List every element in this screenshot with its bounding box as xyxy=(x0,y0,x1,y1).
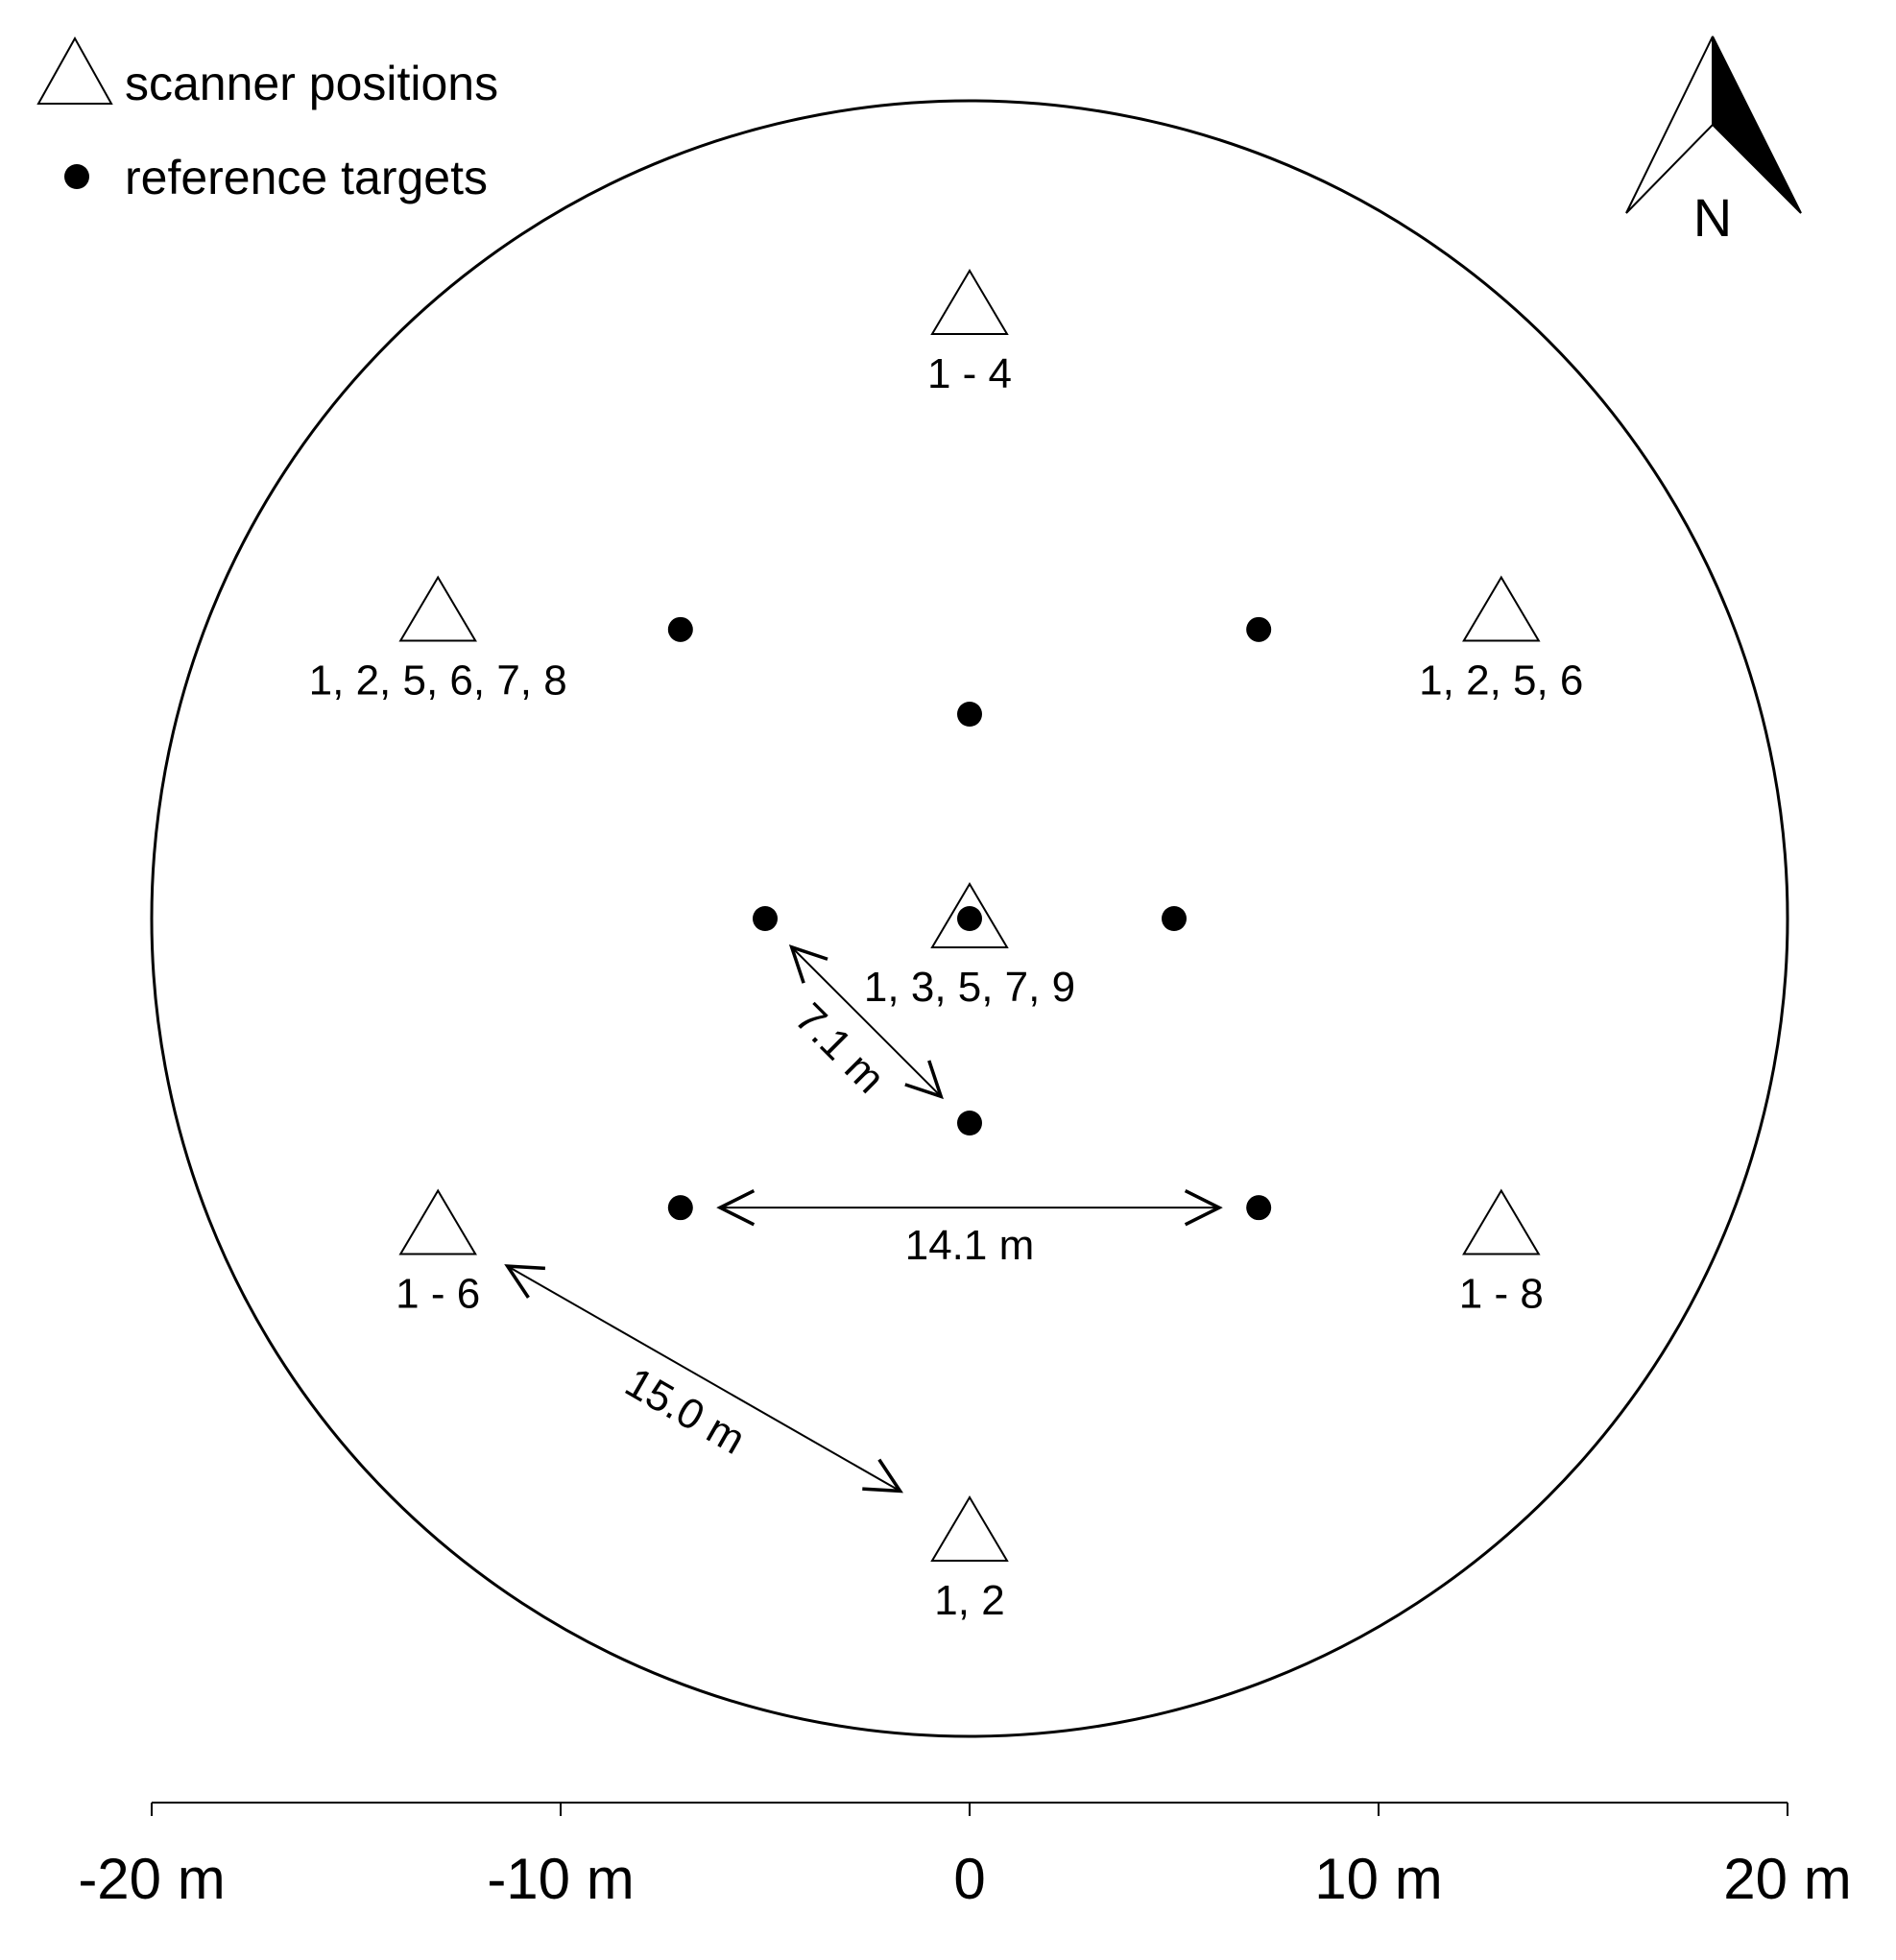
scanner-label: 1, 3, 5, 7, 9 xyxy=(864,964,1075,1011)
reference-target-dot xyxy=(957,906,982,931)
reference-target-dot xyxy=(667,1195,693,1221)
axis-tick-label: -10 m xyxy=(487,1847,634,1911)
north-label: N xyxy=(1693,187,1732,248)
axis-tick-label: 0 xyxy=(953,1847,985,1911)
reference-target-dot xyxy=(957,1111,982,1135)
legend-target-dot-icon xyxy=(64,164,89,189)
scanner-triangle-icon xyxy=(930,269,1009,335)
distance-label: 14.1 m xyxy=(905,1222,1035,1269)
axis-tick-label: 10 m xyxy=(1314,1847,1442,1911)
reference-targets xyxy=(667,616,1272,1221)
scanner-label: 1 - 6 xyxy=(396,1271,480,1318)
scanner-triangle-icon xyxy=(398,575,477,642)
scanner-triangle-icon xyxy=(1462,1188,1541,1255)
north-arrow: N xyxy=(1625,36,1802,248)
reference-target-dot xyxy=(1162,906,1187,931)
reference-target-dot xyxy=(957,702,982,727)
distance-label: 15.0 m xyxy=(617,1359,753,1464)
legend: scanner positions reference targets xyxy=(36,36,498,204)
scanner-label: 1 - 4 xyxy=(927,350,1012,397)
legend-scanner-label: scanner positions xyxy=(125,57,498,110)
scanner-positions: 1 - 4 1, 2, 5, 6, 7, 8 1, 2, 5, 6 1, 3, 5, … xyxy=(309,269,1583,1624)
scanner-triangle-icon xyxy=(930,1495,1009,1562)
scanner-label: 1, 2, 5, 6 xyxy=(1419,657,1583,705)
plot-boundary-circle xyxy=(150,99,1789,1738)
axis-tick-label: -20 m xyxy=(78,1847,225,1911)
reference-target-dot xyxy=(753,906,778,931)
axis-tick-label: 20 m xyxy=(1723,1847,1851,1911)
scanner-triangle-icon xyxy=(1462,575,1541,642)
scanner-label: 1 - 8 xyxy=(1459,1271,1544,1318)
distance-annotations: 7.1 m14.1 m15.0 m xyxy=(504,944,1223,1494)
distance-arrow xyxy=(504,1264,903,1494)
scale-axis: -20 m -10 m 0 10 m 20 m xyxy=(78,1802,1852,1911)
legend-target-label: reference targets xyxy=(125,151,488,204)
reference-target-dot xyxy=(667,616,693,642)
scanner-label: 1, 2, 5, 6, 7, 8 xyxy=(309,657,567,705)
distance-arrow xyxy=(788,944,944,1100)
north-arrow-dark-half-icon xyxy=(1712,36,1802,214)
reference-target-dot xyxy=(1246,1195,1272,1221)
reference-target-dot xyxy=(1246,616,1272,642)
scanner-label: 1, 2 xyxy=(934,1577,1004,1624)
legend-scanner-triangle-icon xyxy=(36,36,113,105)
scanner-triangle-icon xyxy=(398,1188,477,1255)
